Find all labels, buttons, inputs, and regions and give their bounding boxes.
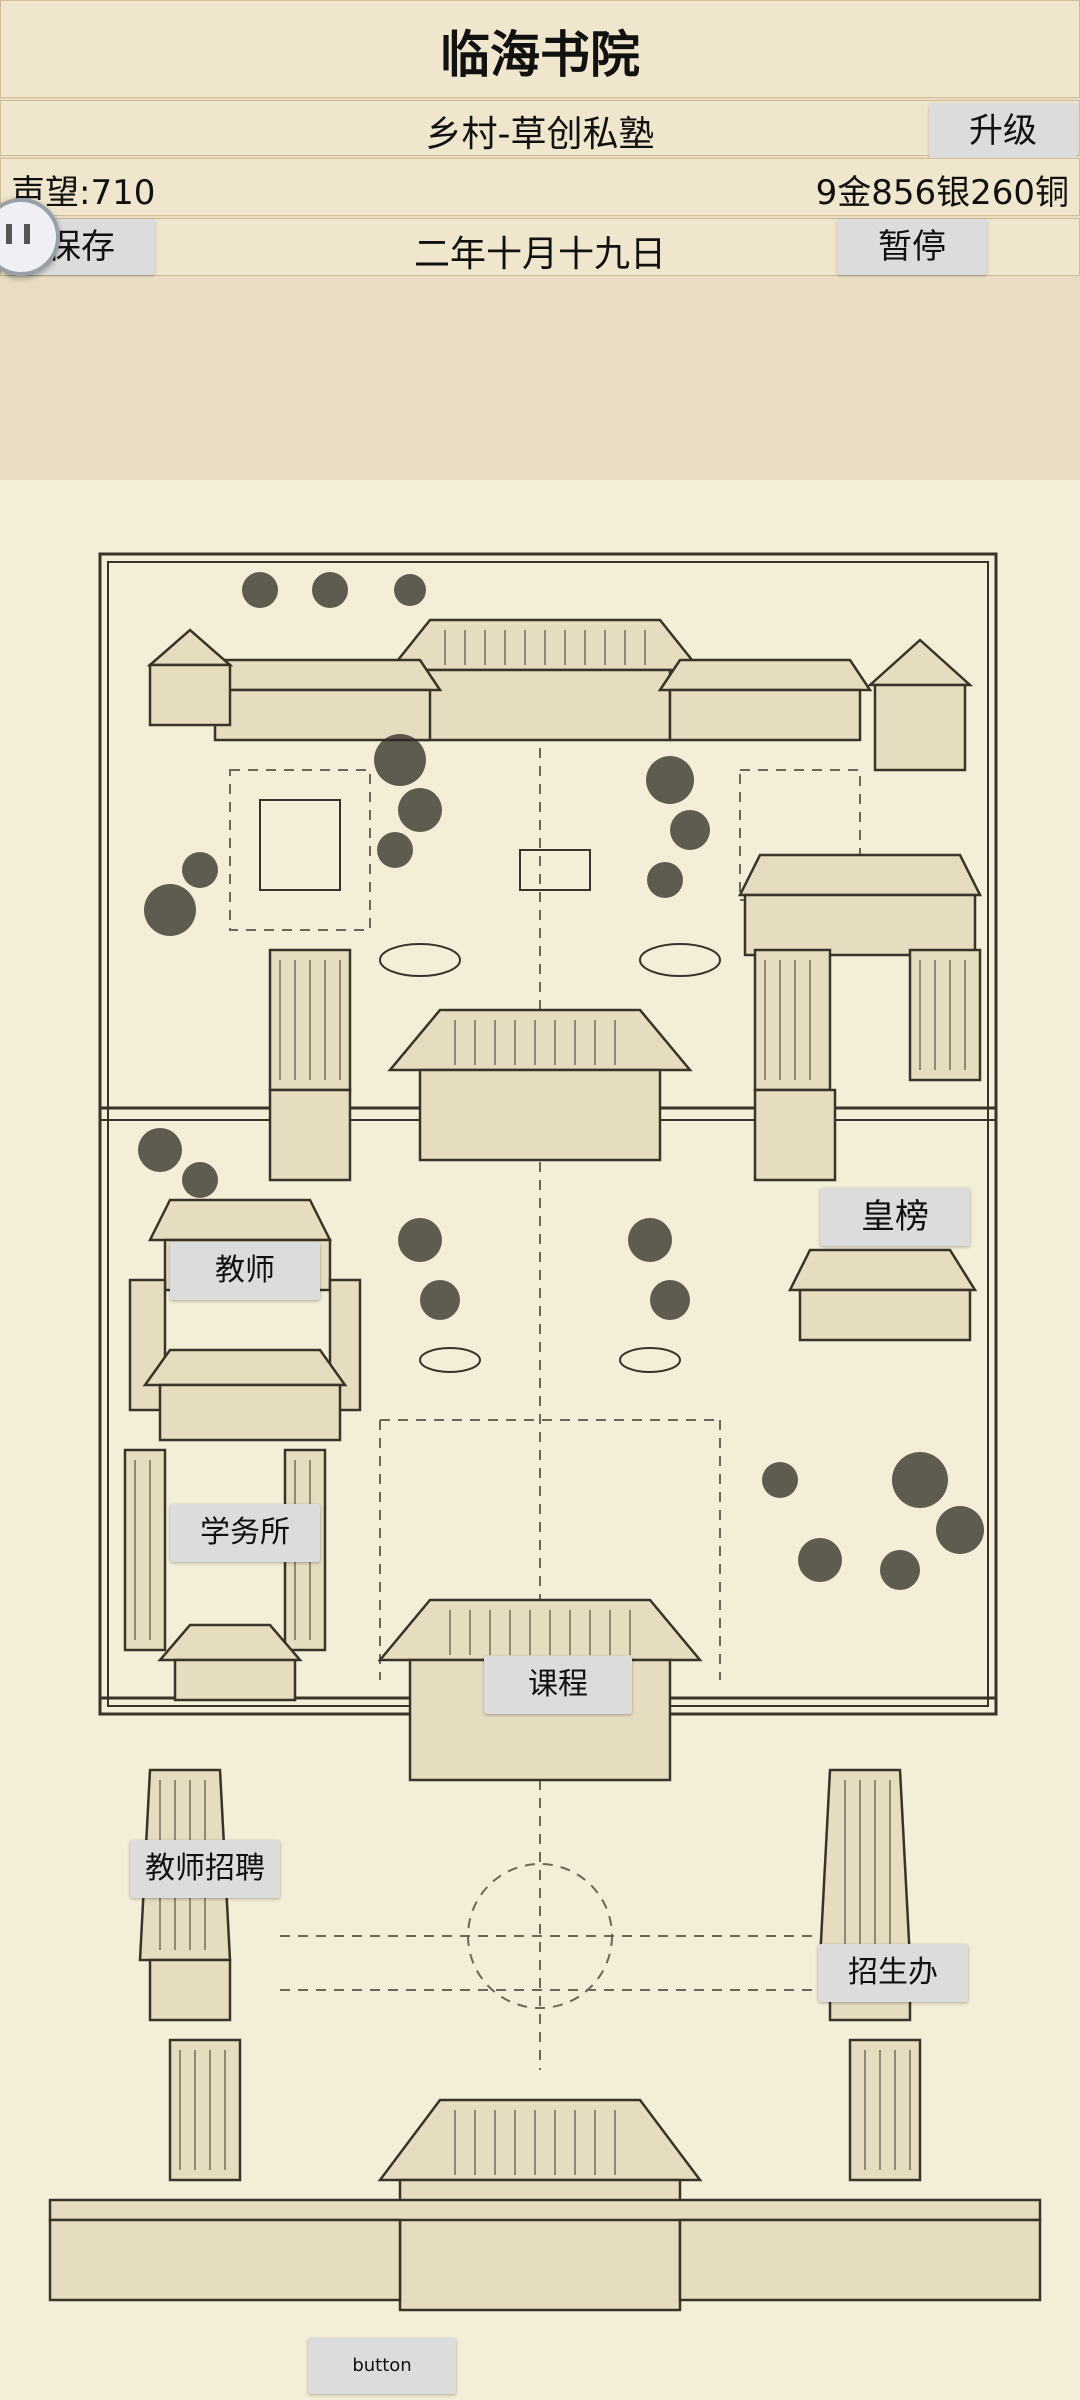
status-panel: 临海书院 乡村-草创私塾 升级 声望:710 9金856银260铜 保存 二年十… bbox=[0, 0, 1080, 480]
upgrade-button[interactable]: 升级 bbox=[929, 103, 1077, 159]
academy-map: 皇榜 教师 学务所 课程 教师招聘 招生办 button bbox=[0, 480, 1080, 2400]
game-date: 二年十月十九日 bbox=[413, 234, 666, 275]
admissions-office-button[interactable]: 招生办 bbox=[818, 1944, 968, 2002]
control-bar: 保存 二年十月十九日 暂停 bbox=[0, 218, 1080, 276]
stats-bar: 声望:710 9金856银260铜 bbox=[0, 158, 1080, 216]
imperial-notice-button[interactable]: 皇榜 bbox=[820, 1188, 970, 1246]
teacher-button[interactable]: 教师 bbox=[170, 1242, 320, 1300]
rank-bar: 乡村-草创私塾 升级 bbox=[0, 100, 1080, 159]
course-button[interactable]: 课程 bbox=[484, 1656, 632, 1714]
teacher-recruitment-button[interactable]: 教师招聘 bbox=[130, 1840, 280, 1898]
pause-button[interactable]: 暂停 bbox=[837, 219, 987, 275]
title-bar: 临海书院 bbox=[0, 0, 1080, 98]
academy-map-drawing bbox=[48, 552, 1042, 2312]
academy-title: 临海书院 bbox=[440, 26, 640, 84]
money-value: 9金856银260铜 bbox=[815, 173, 1069, 213]
academic-affairs-button[interactable]: 学务所 bbox=[170, 1504, 320, 1562]
academy-rank: 乡村-草创私塾 bbox=[425, 114, 655, 155]
generic-button[interactable]: button bbox=[308, 2338, 456, 2394]
floating-assistant-icon[interactable] bbox=[0, 198, 60, 276]
